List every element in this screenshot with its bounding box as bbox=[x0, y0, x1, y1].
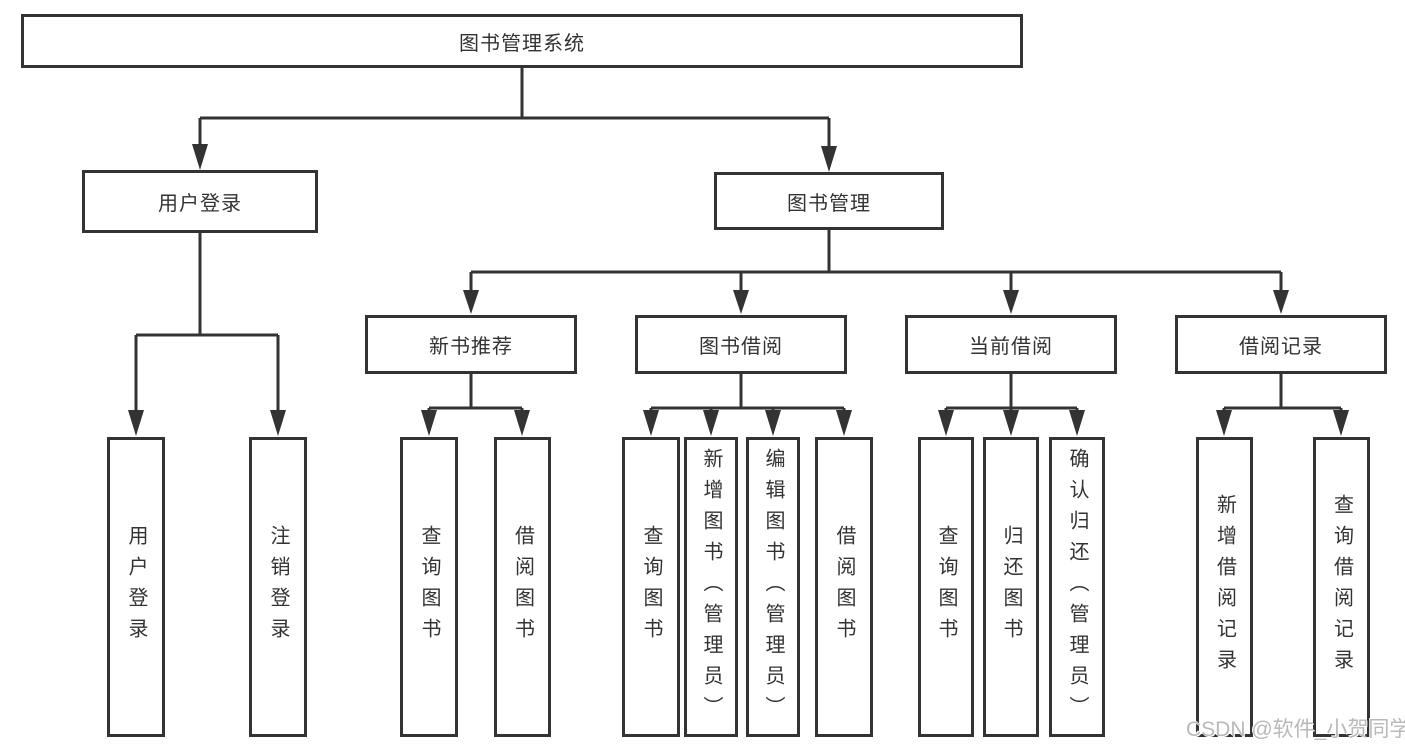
leaf-add-book-admin: 新增图书（管理员） bbox=[684, 437, 738, 737]
arrowhead-icon bbox=[463, 290, 479, 314]
arrowhead-icon bbox=[270, 410, 286, 436]
node-new-book-recommendation: 新书推荐 bbox=[365, 315, 577, 374]
leaf-return-book: 归还图书 bbox=[983, 437, 1039, 737]
arrowhead-icon bbox=[1216, 410, 1232, 436]
leaf-user-login: 用户登录 bbox=[107, 437, 165, 737]
leaf-confirm-return-admin: 确认归还（管理员） bbox=[1049, 437, 1105, 737]
leaf-label: 查询图书 bbox=[640, 525, 662, 649]
leaf-label: 编辑图书（管理员） bbox=[762, 447, 784, 727]
leaf-label: 借阅图书 bbox=[833, 525, 855, 649]
leaf-label: 用户登录 bbox=[125, 525, 147, 649]
arrowhead-icon bbox=[1333, 410, 1349, 436]
node-user-login: 用户登录 bbox=[82, 170, 318, 233]
node-borrowing-records: 借阅记录 bbox=[1175, 315, 1387, 374]
arrowhead-icon bbox=[1273, 290, 1289, 314]
leaf-label: 归还图书 bbox=[1000, 525, 1022, 649]
node-book-borrowing: 图书借阅 bbox=[635, 315, 847, 374]
leaf-add-borrow-record: 新增借阅记录 bbox=[1196, 437, 1253, 737]
leaf-label: 新增借阅记录 bbox=[1213, 494, 1236, 680]
arrowhead-icon bbox=[421, 410, 437, 436]
leaf-label: 确认归还（管理员） bbox=[1066, 447, 1088, 727]
arrowhead-icon bbox=[1003, 290, 1019, 314]
leaf-query-books-borrow: 查询图书 bbox=[622, 437, 680, 737]
arrowhead-icon bbox=[765, 410, 781, 436]
arrowhead-icon bbox=[192, 144, 208, 170]
arrowhead-icon bbox=[1069, 410, 1085, 436]
csdn-watermark: CSDN @软件_小贺同学 bbox=[1186, 718, 1405, 741]
leaf-label: 查询图书 bbox=[418, 525, 440, 649]
leaf-label: 新增图书（管理员） bbox=[700, 447, 722, 727]
leaf-query-books-current: 查询图书 bbox=[918, 437, 974, 737]
arrowhead-icon bbox=[514, 410, 530, 436]
arrowhead-icon bbox=[821, 146, 837, 172]
leaf-borrow-books-recommend: 借阅图书 bbox=[494, 437, 551, 737]
arrowhead-icon bbox=[643, 410, 659, 436]
leaf-logout: 注销登录 bbox=[249, 437, 307, 737]
node-book-management: 图书管理 bbox=[714, 172, 944, 230]
node-root: 图书管理系统 bbox=[21, 14, 1023, 68]
arrowhead-icon bbox=[733, 290, 749, 314]
leaf-label: 注销登录 bbox=[267, 525, 289, 649]
leaf-label: 查询借阅记录 bbox=[1330, 494, 1353, 680]
leaf-edit-book-admin: 编辑图书（管理员） bbox=[746, 437, 800, 737]
leaf-query-borrow-record: 查询借阅记录 bbox=[1313, 437, 1370, 737]
arrowhead-icon bbox=[128, 410, 144, 436]
arrowhead-icon bbox=[836, 410, 852, 436]
leaf-label: 查询图书 bbox=[935, 525, 957, 649]
node-current-borrowing: 当前借阅 bbox=[905, 315, 1117, 374]
leaf-query-books-recommend: 查询图书 bbox=[400, 437, 458, 737]
leaf-borrow-books: 借阅图书 bbox=[815, 437, 873, 737]
arrowhead-icon bbox=[938, 410, 954, 436]
leaf-label: 借阅图书 bbox=[511, 525, 534, 649]
arrowhead-icon bbox=[1003, 410, 1019, 436]
arrowhead-icon bbox=[703, 410, 719, 436]
